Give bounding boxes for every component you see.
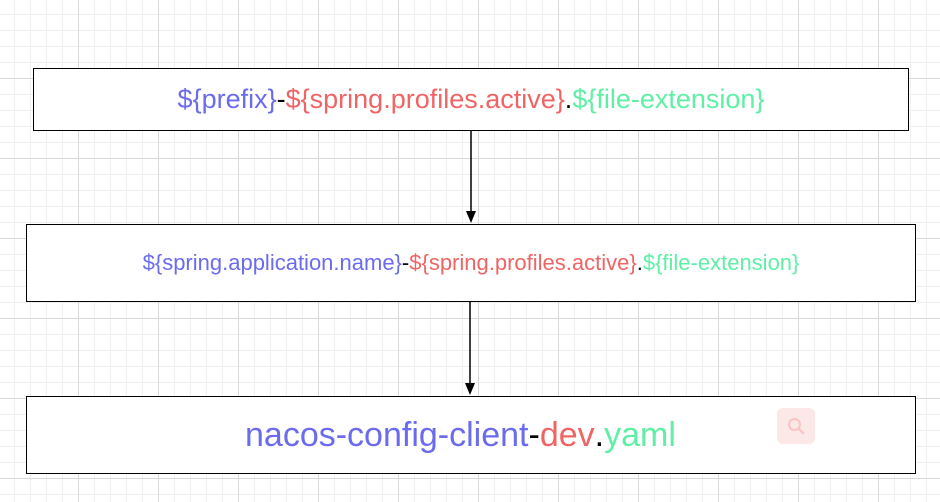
search-icon [788,418,805,435]
token-app-name-value: nacos-config-client [245,415,529,454]
token-separator-dash: - [528,415,540,454]
token-separator-dash: - [401,250,410,275]
token-prefix: ${prefix} [177,84,277,114]
token-extension-value: yaml [604,415,676,454]
token-profile-value: dev [539,415,595,454]
token-profiles-active: ${spring.profiles.active} [409,250,637,275]
result-box-filename: nacos-config-client-dev.yaml [26,396,916,474]
token-separator-dot: . [636,250,643,275]
token-separator-dot: . [594,415,605,454]
pattern-box-prefix: ${prefix}-${spring.profiles.active}.${fi… [33,68,909,131]
token-separator-dot: . [564,84,573,114]
pattern-box-application-name: ${spring.application.name}-${spring.prof… [26,224,916,302]
token-file-extension: ${file-extension} [642,250,800,275]
arrow-down-1 [466,131,476,223]
token-application-name: ${spring.application.name} [142,250,402,275]
token-separator-dash: - [276,84,286,114]
token-file-extension: ${file-extension} [572,84,765,114]
search-button[interactable] [777,408,815,444]
arrow-down-2 [465,302,475,395]
token-profiles-active: ${spring.profiles.active} [285,84,565,114]
